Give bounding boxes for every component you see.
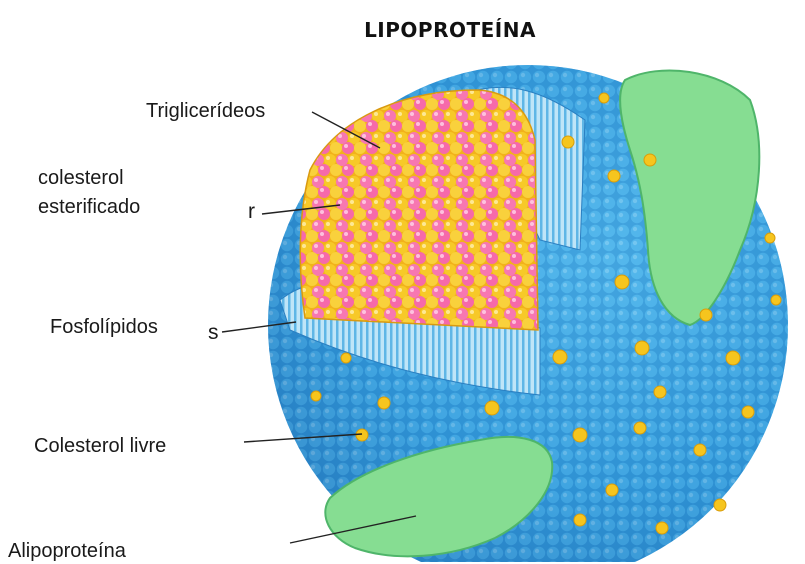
cholesterol-dot <box>694 444 706 456</box>
cholesterol-dot <box>726 351 740 365</box>
cholesterol-dot <box>599 93 609 103</box>
cholesterol-dot <box>311 391 321 401</box>
label-esterified-cholesterol-line1: colesterol <box>38 165 124 191</box>
cholesterol-dot <box>606 484 618 496</box>
cholesterol-dot <box>714 499 726 511</box>
cholesterol-dot <box>485 401 499 415</box>
cholesterol-dot <box>634 422 646 434</box>
cholesterol-dot <box>654 386 666 398</box>
cholesterol-dot <box>574 514 586 526</box>
label-esterified-cholesterol-line2: esterificado <box>38 194 140 220</box>
cholesterol-dot <box>356 429 368 441</box>
label-apolipoprotein: Alipoproteína <box>8 538 126 564</box>
cholesterol-dot <box>378 397 390 409</box>
cholesterol-dot <box>615 275 629 289</box>
label-triglycerides: Triglicerídeos <box>146 98 265 124</box>
label-free-cholesterol: Colesterol livre <box>34 433 166 459</box>
cholesterol-dot <box>765 233 775 243</box>
cholesterol-dot <box>341 353 351 363</box>
cholesterol-dot <box>644 154 656 166</box>
label-fragment-r: r <box>248 200 255 224</box>
label-fragment-s: s <box>208 321 219 345</box>
cholesterol-dot <box>562 136 574 148</box>
label-phospholipids: Fosfolípidos <box>50 314 158 340</box>
cholesterol-dot <box>742 406 754 418</box>
lipid-core <box>300 90 538 330</box>
page-title: LIPOPROTEÍNA <box>340 18 560 42</box>
cholesterol-dot <box>553 350 567 364</box>
cholesterol-dot <box>656 522 668 534</box>
cholesterol-dot <box>771 295 781 305</box>
cholesterol-dot <box>700 309 712 321</box>
cholesterol-dot <box>608 170 620 182</box>
cholesterol-dot <box>573 428 587 442</box>
cholesterol-dot <box>635 341 649 355</box>
